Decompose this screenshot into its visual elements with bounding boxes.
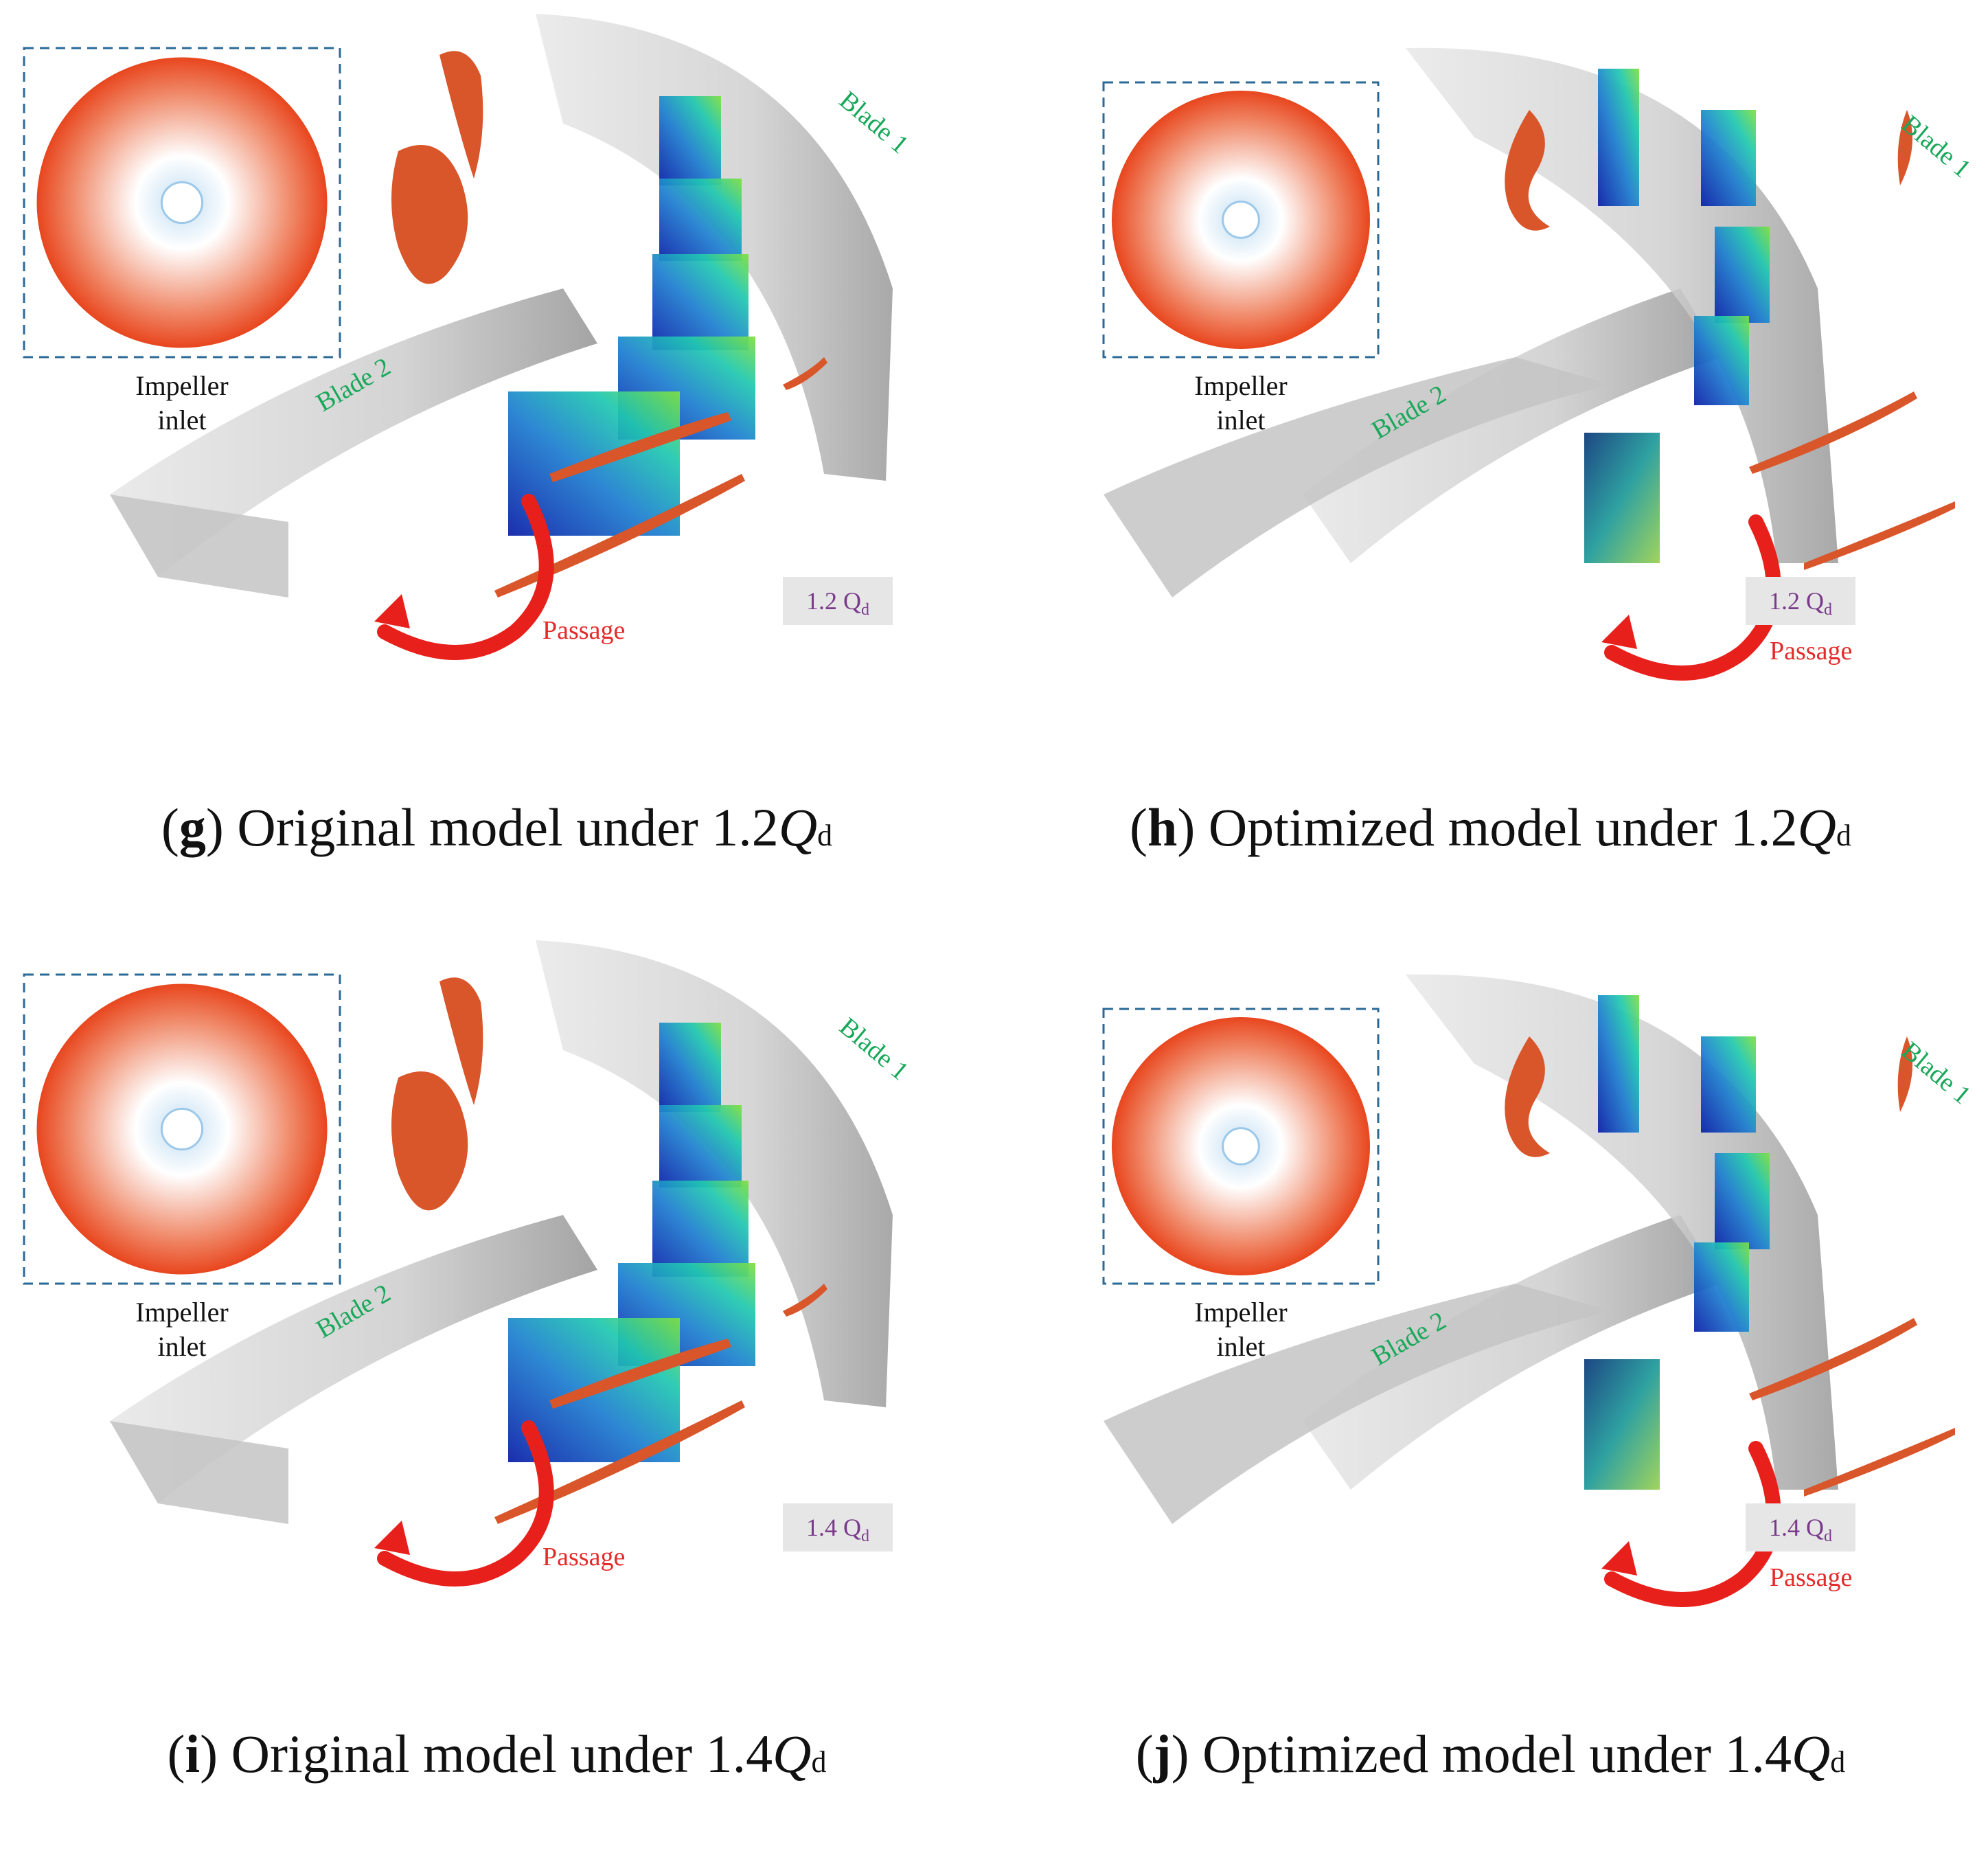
passage-arrowhead	[374, 594, 410, 628]
flow-rate-badge	[783, 1503, 893, 1551]
contour-plane	[1598, 995, 1639, 1133]
blade-2-surface	[110, 1215, 597, 1503]
vortex-structure	[783, 357, 827, 390]
contour-plane	[1715, 1153, 1770, 1249]
contour-plane	[1701, 1036, 1756, 1133]
vortex-structure	[1804, 501, 1955, 570]
blade-1-surface	[536, 940, 893, 1407]
inlet-label-line1: Impeller	[1194, 370, 1288, 401]
blade-2-front	[1104, 1284, 1612, 1524]
vortex-structure	[1749, 1318, 1917, 1400]
contour-plane	[652, 1181, 749, 1277]
inlet-hub	[160, 1107, 204, 1151]
vortex-structure	[391, 145, 468, 284]
blade-2-front	[1104, 357, 1612, 598]
contour-plane	[1584, 1359, 1660, 1490]
contour-plane	[1584, 433, 1660, 563]
vortex-structure	[783, 1284, 827, 1317]
inlet-label-line1: Impeller	[135, 1297, 229, 1328]
blade-1-label: Blade 1	[834, 86, 914, 159]
blade-2-surface	[1303, 1215, 1722, 1490]
contour-plane	[1701, 110, 1756, 206]
contour-plane	[1694, 316, 1749, 405]
flow-rate-label: 1.2 Qd	[806, 587, 869, 619]
inlet-label-line2: inlet	[1216, 405, 1265, 435]
inlet-label-line1: Impeller	[1194, 1297, 1288, 1328]
inlet-box	[1102, 81, 1380, 359]
vortex-structure	[1749, 391, 1917, 474]
flow-rate-badge	[783, 577, 893, 625]
vortex-structure	[1505, 110, 1550, 231]
flow-rate-sub: d	[861, 601, 869, 619]
flow-rate-badge	[1746, 577, 1855, 625]
passage-arrow	[377, 1420, 554, 1587]
contour-plane	[659, 1105, 742, 1187]
flow-rate-label: 1.4 Qd	[806, 1514, 869, 1545]
blade-2-front	[110, 1421, 288, 1524]
vortex-structure	[1804, 1428, 1955, 1497]
inlet-label-line1: Impeller	[135, 370, 229, 401]
vortex-structure	[494, 1400, 745, 1524]
inlet-label-line2: inlet	[157, 1331, 206, 1362]
vortex-structure	[391, 1071, 468, 1211]
panel-caption: (h) Optimized model under 1.2Qd	[1129, 797, 1851, 857]
passage-label: Passage	[542, 1543, 625, 1571]
contour-plane	[659, 179, 742, 261]
blade-2-front	[110, 494, 288, 598]
vortex-structure	[549, 1339, 731, 1409]
panel-caption: (j) Optimized model under 1.4Qd	[1135, 1724, 1846, 1784]
inlet-hub	[1222, 1127, 1260, 1166]
blade-1-surface	[536, 14, 893, 481]
inlet-label-line2: inlet	[1216, 1331, 1265, 1362]
passage-arrowhead	[1601, 1541, 1637, 1576]
vortex-structure	[494, 474, 745, 598]
flow-rate-sub: d	[1824, 1527, 1832, 1545]
inlet-box	[23, 973, 341, 1285]
flow-rate-sub: d	[1824, 601, 1832, 619]
blade-1-label: Blade 1	[834, 1012, 914, 1086]
passage-label: Passage	[1770, 1563, 1852, 1592]
passage-label: Passage	[1770, 637, 1852, 666]
flow-rate-sub: d	[861, 1527, 869, 1545]
vortex-structure	[1897, 110, 1912, 185]
passage-arrow	[377, 494, 554, 660]
contour-plane	[659, 96, 721, 185]
flow-rate-badge	[1746, 1503, 1855, 1551]
inlet-box	[1102, 1008, 1380, 1285]
panel-caption: (i) Original model under 1.4Qd	[167, 1724, 827, 1784]
blade-2-surface	[110, 288, 597, 577]
contour-plane	[1715, 227, 1770, 323]
inlet-hub	[160, 181, 204, 225]
panel-caption: (g) Original model under 1.2Qd	[161, 797, 833, 857]
inlet-label-line2: inlet	[157, 405, 206, 435]
flow-rate-label: 1.2 Qd	[1769, 587, 1832, 619]
contour-plane	[659, 1023, 721, 1112]
contour-plane	[1694, 1242, 1749, 1332]
vortex-structure	[439, 51, 483, 179]
vortex-structure	[439, 977, 483, 1105]
vortex-structure	[1897, 1036, 1912, 1112]
passage-label: Passage	[542, 616, 625, 645]
contour-plane	[652, 254, 749, 350]
inlet-hub	[1222, 201, 1260, 239]
vortex-structure	[549, 412, 731, 482]
inlet-box	[23, 47, 341, 359]
passage-arrow	[1604, 514, 1781, 681]
passage-arrowhead	[374, 1521, 410, 1555]
flow-rate-label: 1.4 Qd	[1769, 1514, 1832, 1545]
contour-plane	[1598, 69, 1639, 206]
vortex-structure	[1505, 1036, 1550, 1157]
passage-arrowhead	[1601, 615, 1637, 649]
passage-arrow	[1604, 1441, 1781, 1607]
blade-2-surface	[1303, 288, 1722, 563]
